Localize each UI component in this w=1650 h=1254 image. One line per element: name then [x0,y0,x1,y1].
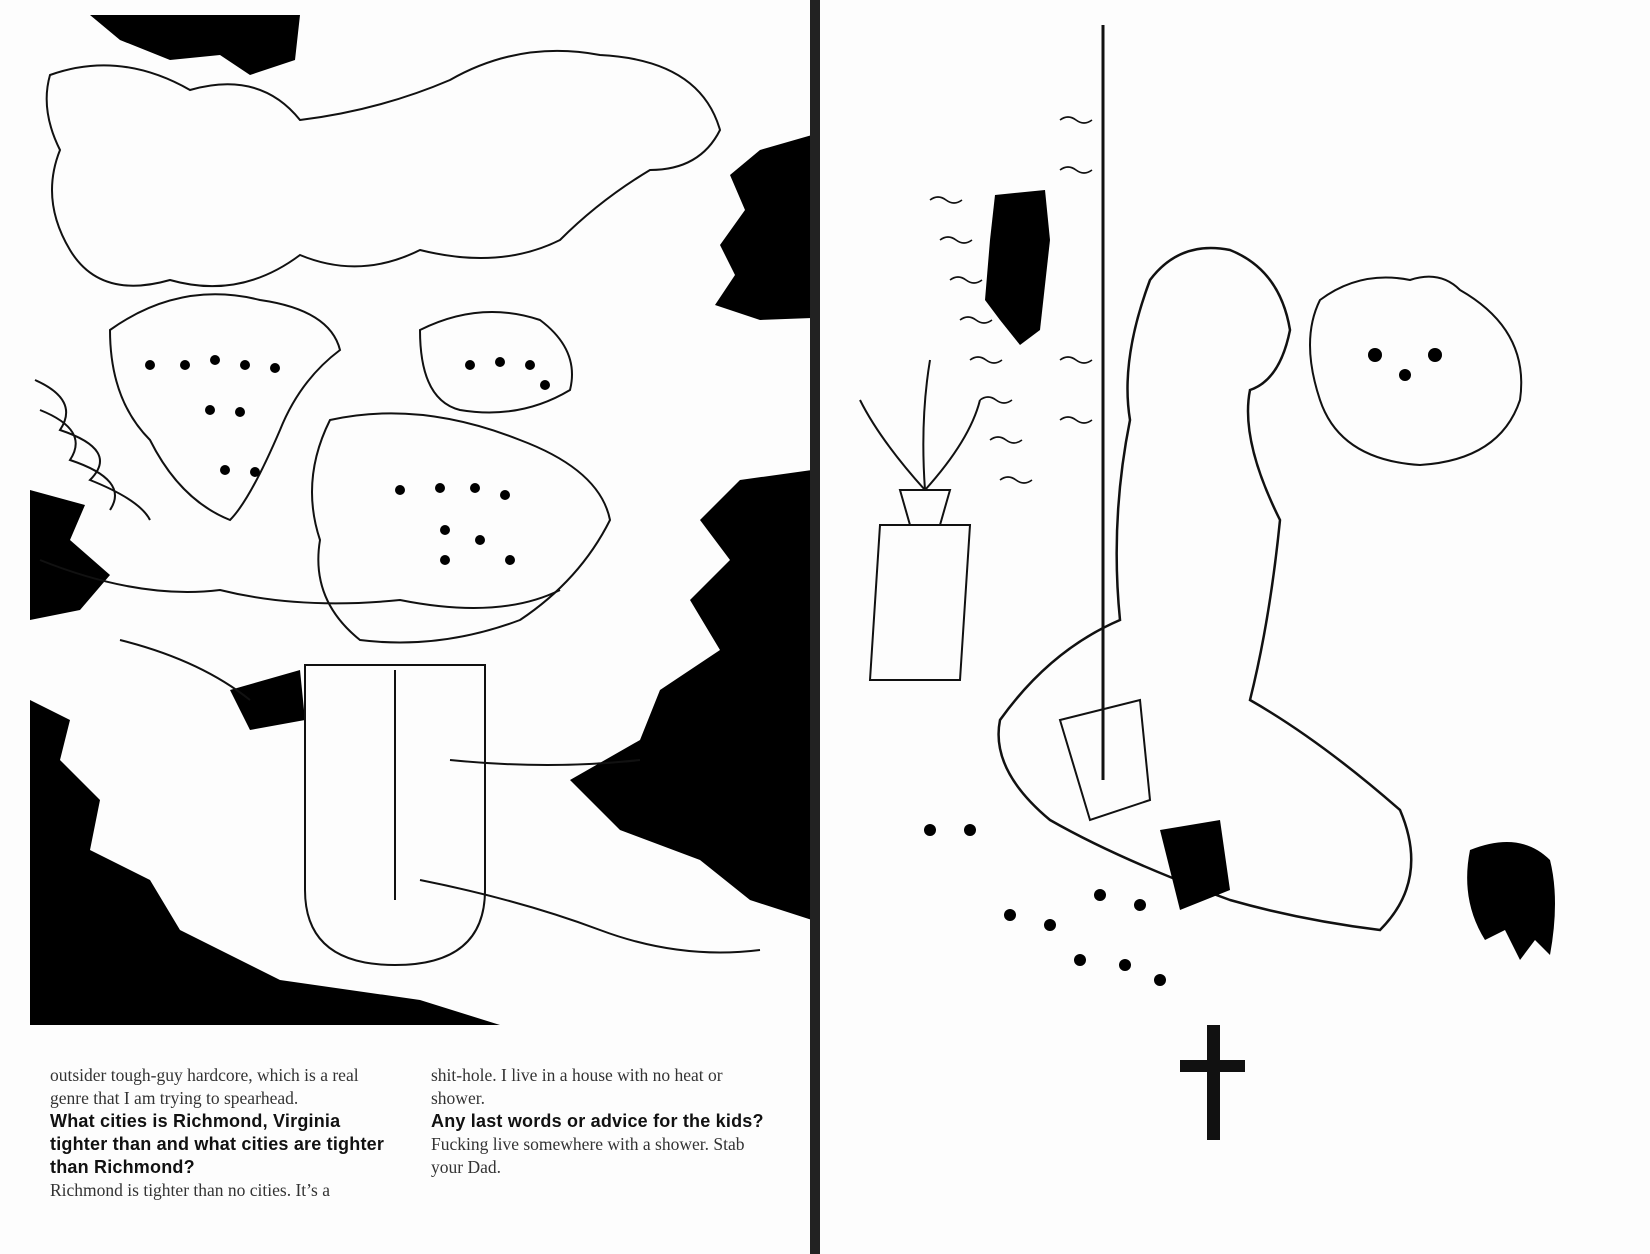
right-page [820,0,1650,1254]
ink-blob-floor [1160,820,1230,910]
left-illustration [30,15,812,1025]
ink-blob-top [90,15,300,75]
eye-faces-right [395,357,550,565]
fishnet-leg [1058,698,1152,822]
ink-blob-right [1467,842,1555,960]
dog-head [1309,275,1523,467]
question-heading: Any last words or advice for the kids? [431,1111,764,1131]
smoke-lines-left [34,379,151,521]
cloud-outline-top [45,49,722,288]
ink-blob-center [230,670,305,730]
answer-text: outsider tough-guy hardcore, which is a … [50,1065,359,1108]
wavy-hatching [929,116,1093,484]
ink-blob-left [30,490,110,620]
tongue-shape [304,664,486,967]
cloud-outline-right [418,311,573,414]
question-heading: What cities is Richmond, Virginia tighte… [50,1111,385,1177]
stool [868,524,972,681]
ink-drip-wall [985,190,1050,345]
plant-pot [898,489,952,526]
cloud-outline-mid [108,293,342,522]
ink-blob-right-mid [570,470,812,920]
eye-faces-left [145,355,280,477]
answer-text: shit-hole. I live in a house with no hea… [431,1065,723,1108]
ink-blob-right-top [715,135,812,320]
text-column-1: outsider tough-guy hardcore, which is a … [50,1064,390,1202]
eye-faces [924,824,1166,986]
answer-text: Fucking live somewhere with a shower. St… [431,1134,745,1177]
plant-leaves [859,359,981,491]
dog-nose [1399,369,1411,381]
text-column-2: shit-hole. I live in a house with no hea… [431,1064,771,1179]
ink-blob-bottom-left [30,700,500,1025]
dog-eye [1368,348,1382,362]
page-gutter [810,0,820,1254]
left-page: outsider tough-guy hardcore, which is a … [0,0,812,1254]
answer-text: Richmond is tighter than no cities. It’s… [50,1180,330,1200]
cross [1180,1025,1245,1140]
woman-figure [997,246,1413,932]
dog-eye [1428,348,1442,362]
right-illustration [859,25,1555,1140]
cloud-outline-center [311,412,612,644]
smoke-lines-bottom [39,559,761,954]
